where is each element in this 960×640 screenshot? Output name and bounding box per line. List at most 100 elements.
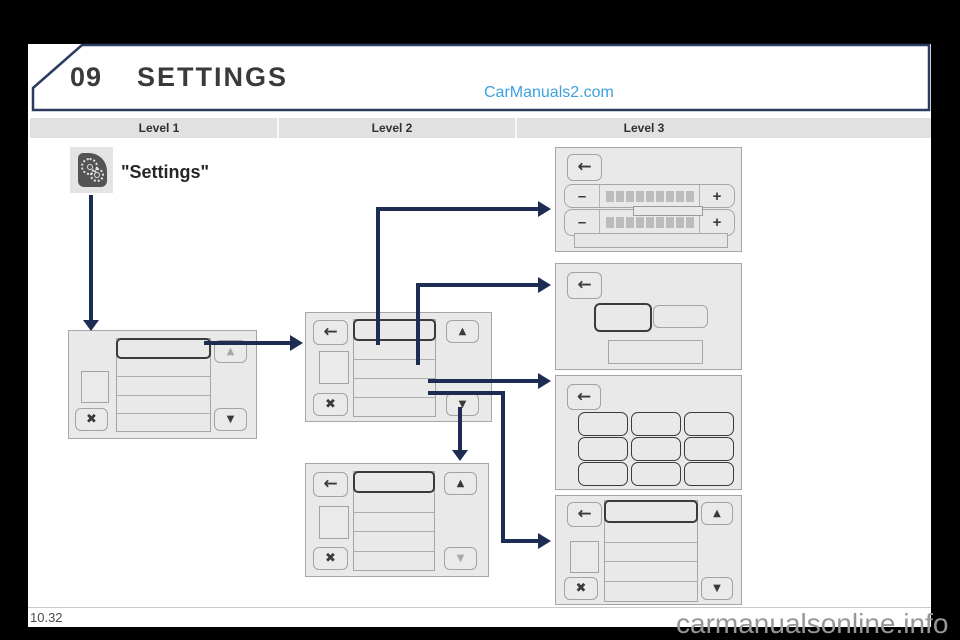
- grid-button: [631, 437, 681, 461]
- plus-button: +: [700, 185, 734, 207]
- menu-list-row: [117, 396, 210, 414]
- close-icon: ✖: [575, 581, 587, 596]
- minus-button: –: [565, 185, 599, 207]
- back-arrow-icon: ←: [323, 322, 338, 342]
- back-button: ←: [567, 154, 602, 181]
- up-triangle-icon: ▲: [458, 325, 467, 337]
- grid-button: [631, 462, 681, 486]
- back-button: ←: [567, 272, 602, 299]
- back-button: ←: [313, 472, 348, 497]
- close-icon: ✖: [325, 551, 336, 566]
- back-button: ←: [567, 502, 602, 527]
- page-number: 10.32: [30, 610, 63, 625]
- page-title: SETTINGS: [137, 62, 289, 92]
- level1-header: Level 1: [138, 121, 180, 135]
- minus-icon: –: [577, 214, 587, 231]
- back-arrow-icon: ←: [323, 474, 338, 494]
- submenu-list-row: [354, 552, 434, 570]
- scroll-up-button: ▲: [701, 502, 733, 525]
- adjust-row-1: – +: [564, 184, 735, 208]
- close-icon: ✖: [325, 397, 336, 412]
- minus-button: –: [565, 210, 599, 235]
- choice-button-selected: [594, 303, 652, 332]
- down-triangle-icon: ▼: [458, 398, 467, 410]
- scroll-down-button: ▼: [446, 393, 479, 416]
- arrow-right-icon: [290, 335, 303, 351]
- grid-button: [631, 412, 681, 436]
- site-link[interactable]: CarManuals2.com: [484, 84, 614, 101]
- level-header-bar: [30, 118, 931, 138]
- connector-level1-to-level2: [204, 341, 292, 345]
- grid-button: [578, 412, 628, 436]
- close-button: ✖: [564, 577, 598, 600]
- connector-level2-to-choice-horizontal: [416, 283, 540, 287]
- screen-level1-menu: ▲ ▼ ✖: [68, 330, 257, 439]
- gear-icon: [78, 153, 107, 187]
- scroll-down-button: ▼: [214, 408, 247, 431]
- screen-level2-submenu: ← ▲ ▼ ✖: [305, 312, 492, 422]
- chapter-number: 09: [70, 62, 103, 92]
- menu-list-row: [117, 359, 210, 378]
- page-bottom-edge: [28, 607, 931, 608]
- up-triangle-icon: ▲: [226, 345, 235, 357]
- screen-level3-list: ← ▲ ▼ ✖: [555, 495, 742, 605]
- connector-level2-to-list-horizontal2: [501, 539, 540, 543]
- back-button: ←: [567, 384, 601, 410]
- close-icon: ✖: [86, 412, 97, 427]
- icon-placeholder-box: [319, 351, 349, 384]
- submenu-list-row: [354, 398, 435, 416]
- level2-header: Level 2: [371, 121, 413, 135]
- screen-level3-grid: ←: [555, 375, 742, 490]
- minus-icon: –: [577, 187, 587, 205]
- options-list-row: [605, 523, 697, 543]
- close-button: ✖: [313, 547, 348, 570]
- grid-button: [684, 437, 734, 461]
- watermark: carmanualsonline.info: [676, 608, 949, 639]
- options-list-row: [605, 562, 697, 583]
- submenu-list-row: [354, 493, 434, 513]
- level-bar-divider: [515, 118, 517, 138]
- submenu-list-row: [354, 379, 435, 398]
- arrow-right-icon: [538, 533, 551, 549]
- grid-button: [684, 412, 734, 436]
- connector-icon-to-level1: [89, 195, 93, 321]
- submenu-list-selected-row: [353, 471, 435, 494]
- back-arrow-icon: ←: [576, 386, 592, 407]
- level-gauge: [599, 185, 700, 207]
- close-button: ✖: [75, 408, 108, 431]
- icon-placeholder-box: [81, 371, 109, 403]
- connector-level2-to-brightness-horizontal: [376, 207, 540, 211]
- menu-list-selected-row: [116, 338, 211, 360]
- menu-list-row: [117, 414, 210, 431]
- connector-level2-to-brightness-vertical: [376, 207, 380, 345]
- submenu-list-row: [354, 513, 434, 533]
- submenu-list-row: [354, 360, 435, 379]
- plus-button: +: [700, 210, 734, 235]
- up-triangle-icon: ▲: [713, 507, 721, 519]
- connector-level2-to-choice-vertical: [416, 283, 420, 365]
- options-list-row: [605, 582, 697, 601]
- up-triangle-icon: ▲: [456, 477, 465, 489]
- scroll-up-button: ▲: [214, 340, 247, 363]
- grid-button: [578, 462, 628, 486]
- screen-level3-adjustment: ← – + – +: [555, 147, 742, 252]
- level3-header: Level 3: [623, 121, 665, 135]
- back-arrow-icon: ←: [577, 275, 592, 295]
- scroll-up-button: ▲: [444, 472, 477, 495]
- gear-icon-small: [90, 168, 104, 182]
- level-gauge: [599, 210, 700, 235]
- screen-level3-choice: ←: [555, 263, 742, 370]
- connector-level2-to-grid: [428, 379, 540, 383]
- arrow-right-icon: [538, 277, 551, 293]
- arrow-down-icon: [83, 320, 99, 331]
- screen-level2-submenu-scrolled: ← ▲ ▼ ✖: [305, 463, 489, 577]
- down-triangle-icon: ▼: [713, 582, 721, 594]
- down-triangle-icon: ▼: [456, 552, 465, 564]
- connector-level2-to-list-vertical: [501, 391, 505, 543]
- submenu-list-row: [354, 532, 434, 552]
- submenu-list-row: [354, 341, 435, 360]
- choice-button: [653, 305, 708, 328]
- submenu-list: [353, 471, 435, 571]
- adjust-row-2: – +: [564, 209, 735, 236]
